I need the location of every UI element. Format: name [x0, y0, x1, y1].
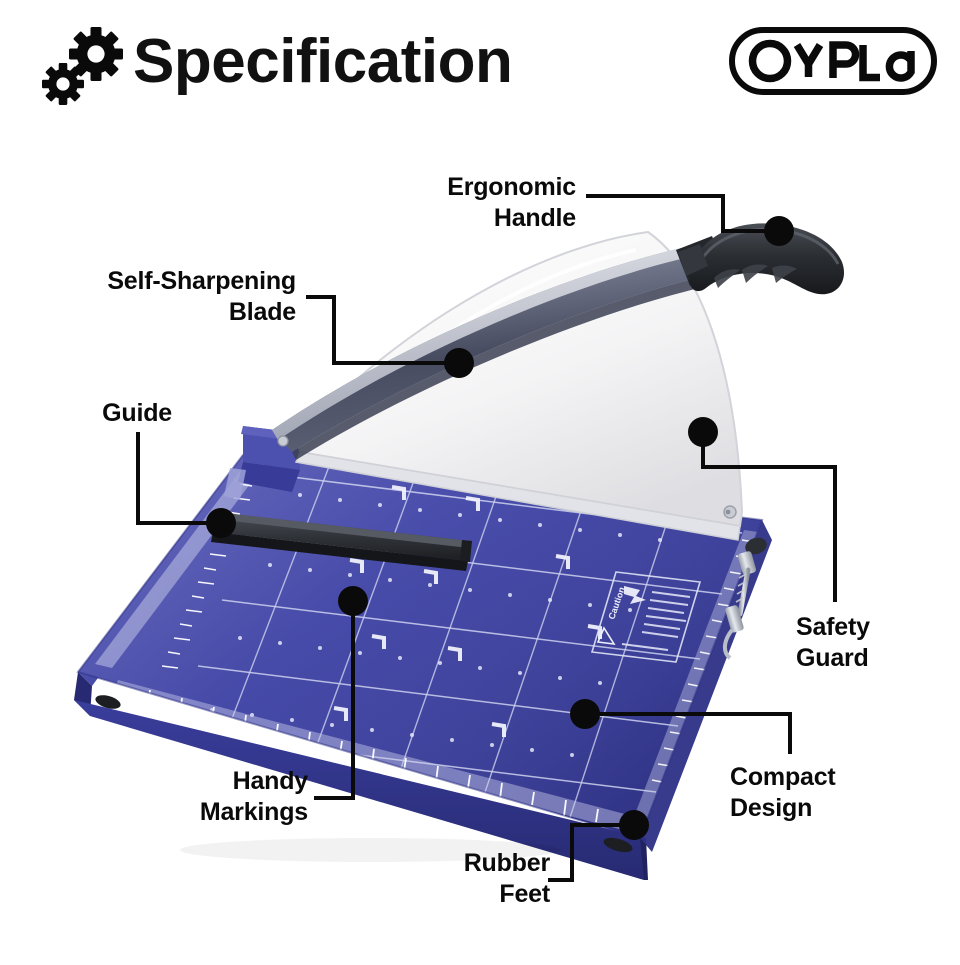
- handle-shape: [676, 223, 845, 295]
- callout-compact-design: Compact Design: [730, 763, 836, 822]
- leader-line-self-sharpening-blade: [306, 295, 452, 365]
- guide-bar-shape: [211, 512, 472, 571]
- leader-line-safety-guard: [701, 439, 837, 602]
- leader-dot-self-sharpening-blade: [444, 348, 474, 378]
- leader-dot-handy-markings: [338, 586, 368, 616]
- leader-dot-compact-design: [570, 699, 600, 729]
- latch-mechanism: [723, 537, 767, 660]
- callout-rubber-feet: Rubber Feet: [463, 849, 551, 908]
- rubber-feet-shape: [95, 695, 633, 853]
- gears-icon: [40, 26, 132, 112]
- leader-dot-rubber-feet: [619, 810, 649, 840]
- callout-safety-guard: Safety Guard: [796, 613, 870, 672]
- leader-line-compact-design: [592, 712, 792, 754]
- leader-dot-guide: [206, 508, 236, 538]
- callout-guide: Guide: [102, 399, 172, 427]
- leader-line-rubber-feet: [548, 823, 627, 882]
- callout-ergonomic-handle: Ergonomic Handle: [447, 173, 576, 232]
- leader-dot-safety-guard: [688, 417, 718, 447]
- callout-self-sharpening-blade: Self-Sharpening Blade: [107, 267, 296, 326]
- leader-line-ergonomic-handle: [586, 194, 772, 233]
- leader-line-handy-markings: [314, 608, 355, 800]
- blade-shape: [272, 246, 706, 452]
- oypla-logo: [728, 26, 938, 96]
- callout-handy-markings: Handy Markings: [199, 767, 308, 826]
- leader-line-guide: [136, 432, 214, 525]
- leader-dot-ergonomic-handle: [764, 216, 794, 246]
- page-header: Specification: [0, 0, 960, 130]
- page-title: Specification: [133, 27, 513, 96]
